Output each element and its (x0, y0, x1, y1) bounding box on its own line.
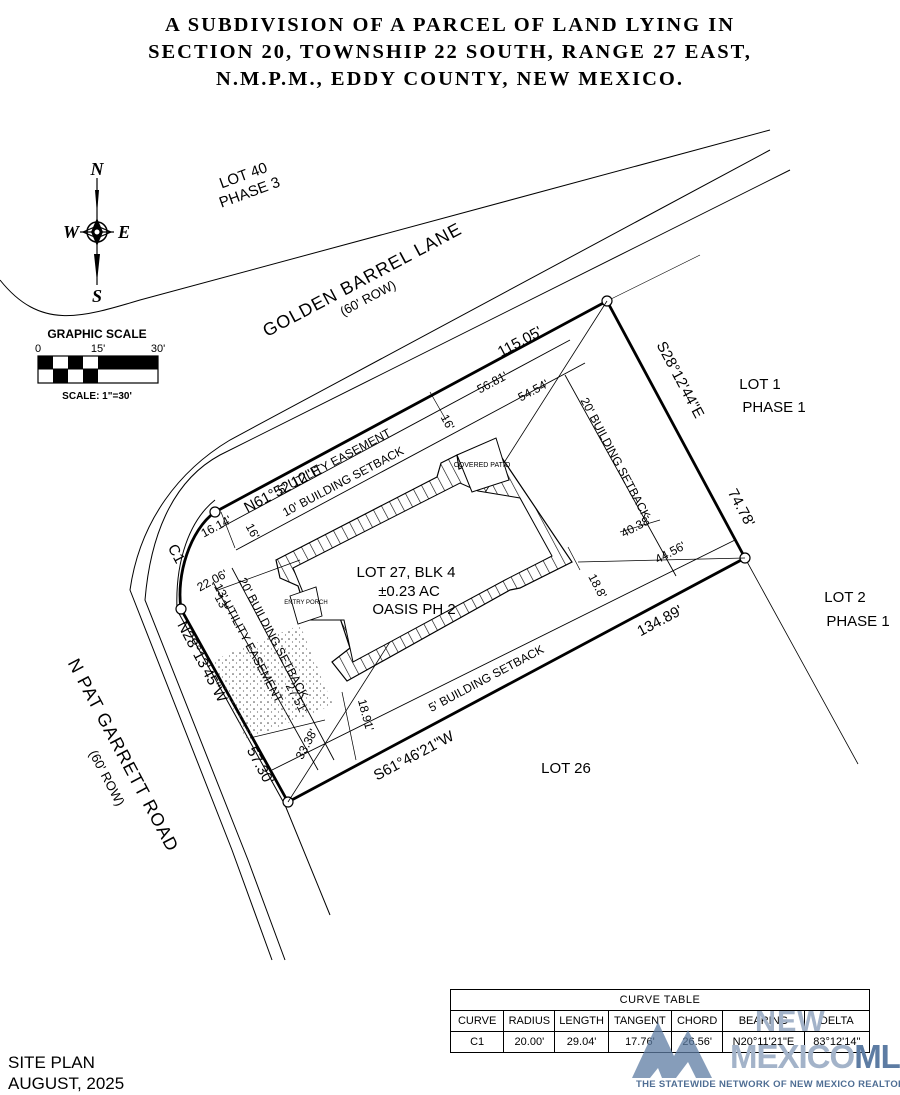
curve-table-cell: N20°11'21"E (722, 1031, 805, 1053)
lot1-label: LOT 1 (739, 376, 780, 393)
compass-west-label: W (63, 222, 81, 242)
dim-16-north-label: 16' (438, 412, 458, 432)
entry-porch (289, 586, 323, 625)
curve-table-cell: 20.00' (503, 1031, 556, 1053)
east-building-setback-label: 20' BUILDING SETBACK (578, 395, 654, 521)
entry-porch-label: ENTRY PORCH (284, 600, 327, 606)
lot-line-extension (606, 254, 701, 302)
lot-number: LOT 27, BLK 4 (357, 564, 456, 581)
lot-subdivision: OASIS PH 2 (372, 601, 455, 618)
covered-patio (456, 437, 510, 493)
north-distance: 115.05' (495, 323, 545, 360)
dim-16-west-label: 16' (243, 521, 263, 541)
curve-table-header: LENGTH (554, 1010, 609, 1032)
west-distance: 57.30' (243, 744, 277, 788)
watermark-mexico: MEXICOMLS (730, 1038, 900, 1076)
covered-patio-label: COVERED PATIO (454, 462, 511, 469)
golden-barrel-lane-label: GOLDEN BARREL LANE (259, 219, 465, 341)
watermark-mls-text: MLS (854, 1038, 900, 1075)
watermark-mexico-text: MEXICO (730, 1038, 855, 1075)
title-line-1: A SUBDIVISION OF A PARCEL OF LAND LYING … (164, 14, 736, 36)
dim-13-label: 13' (212, 592, 232, 612)
scale-tick-30: 30' (151, 343, 165, 355)
curve-table-header: BEARING (722, 1010, 805, 1032)
dim-18-91 (341, 691, 357, 761)
dim-18-8 (567, 546, 581, 571)
lot-boundary (175, 254, 859, 808)
dim-56-81-label: 56.81' (475, 369, 510, 397)
east-building-setback-line (564, 374, 677, 577)
lot-area: ±0.23 AC (378, 583, 440, 600)
new-mexico-mls-logo (632, 1022, 712, 1078)
curve-table-cell: 29.04' (554, 1031, 609, 1053)
scale-tick-15: 15' (91, 343, 105, 355)
property-corner (175, 603, 187, 615)
dim-16-west (220, 511, 236, 549)
compass-north-label: N (90, 159, 105, 179)
compass-south-label: S (92, 286, 102, 306)
neighbor-labels: LOT 40 PHASE 3 LOT 1 PHASE 1 LOT 2 PHASE… (217, 159, 890, 777)
utility-easement-stipple (213, 625, 333, 740)
lot26-label: LOT 26 (541, 760, 591, 777)
curve-table-cell: C1 (449, 1031, 505, 1053)
curve-table: CURVE TABLE CURVE RADIUS LENGTH TANGENT … (449, 989, 871, 1053)
south-distance: 134.89' (634, 602, 685, 640)
north-arrow-icon (80, 178, 114, 285)
lot1-phase-label: PHASE 1 (742, 399, 805, 416)
south-building-setback-line (271, 539, 736, 771)
curve-table-header: CURVE (449, 1010, 505, 1032)
south-building-setback-label: 5' BUILDING SETBACK (426, 642, 546, 715)
scale-ratio: SCALE: 1"=30' (62, 391, 132, 402)
pat-garrett-road-label: N PAT GARRETT ROAD (64, 655, 183, 855)
compass-east-label: E (117, 222, 130, 242)
curve-table-cell: 83°12'14" (803, 1031, 871, 1053)
dim-16-north (429, 391, 447, 421)
plat-title: A SUBDIVISION OF A PARCEL OF LAND LYING … (60, 12, 840, 93)
lot2-label: LOT 2 (824, 589, 865, 606)
north-building-setback-line (235, 362, 586, 551)
dim-27-51 (249, 719, 326, 739)
site-plan-date: AUGUST, 2025 (8, 1074, 125, 1093)
graphic-scale-title: GRAPHIC SCALE (47, 327, 146, 341)
east-bearing: S28°12'44"E (653, 339, 708, 421)
property-corner (209, 506, 221, 518)
site-plan-label: SITE PLAN (8, 1053, 95, 1072)
graphic-scale-bar (37, 355, 159, 384)
scale-tick-0: 0 (35, 343, 41, 355)
title-line-2: SECTION 20, TOWNSHIP 22 SOUTH, RANGE 27 … (148, 41, 752, 63)
site-plan-caption: SITE PLAN AUGUST, 2025 (8, 1052, 124, 1094)
house-footprint (275, 437, 573, 682)
lot-line-extension (744, 557, 859, 765)
watermark-tagline: THE STATEWIDE NETWORK OF NEW MEXICO REAL… (636, 1079, 900, 1090)
dim-18-8-label: 18.8' (585, 572, 609, 601)
dim-54-54-label: 54.54' (516, 377, 551, 405)
east-distance: 74.78' (724, 486, 758, 530)
lot-27-label: LOT 27, BLK 4 ±0.23 AC OASIS PH 2 (357, 564, 456, 618)
dim-40-38 (619, 519, 661, 533)
dim-44-56 (577, 557, 746, 563)
title-line-3: N.M.P.M., EDDY COUNTY, NEW MEXICO. (216, 68, 684, 90)
watermark-new: NEW (755, 1006, 826, 1038)
curve-table-header: RADIUS (503, 1010, 556, 1032)
lot2-phase-label: PHASE 1 (826, 613, 889, 630)
utility-easement-line (221, 339, 571, 528)
